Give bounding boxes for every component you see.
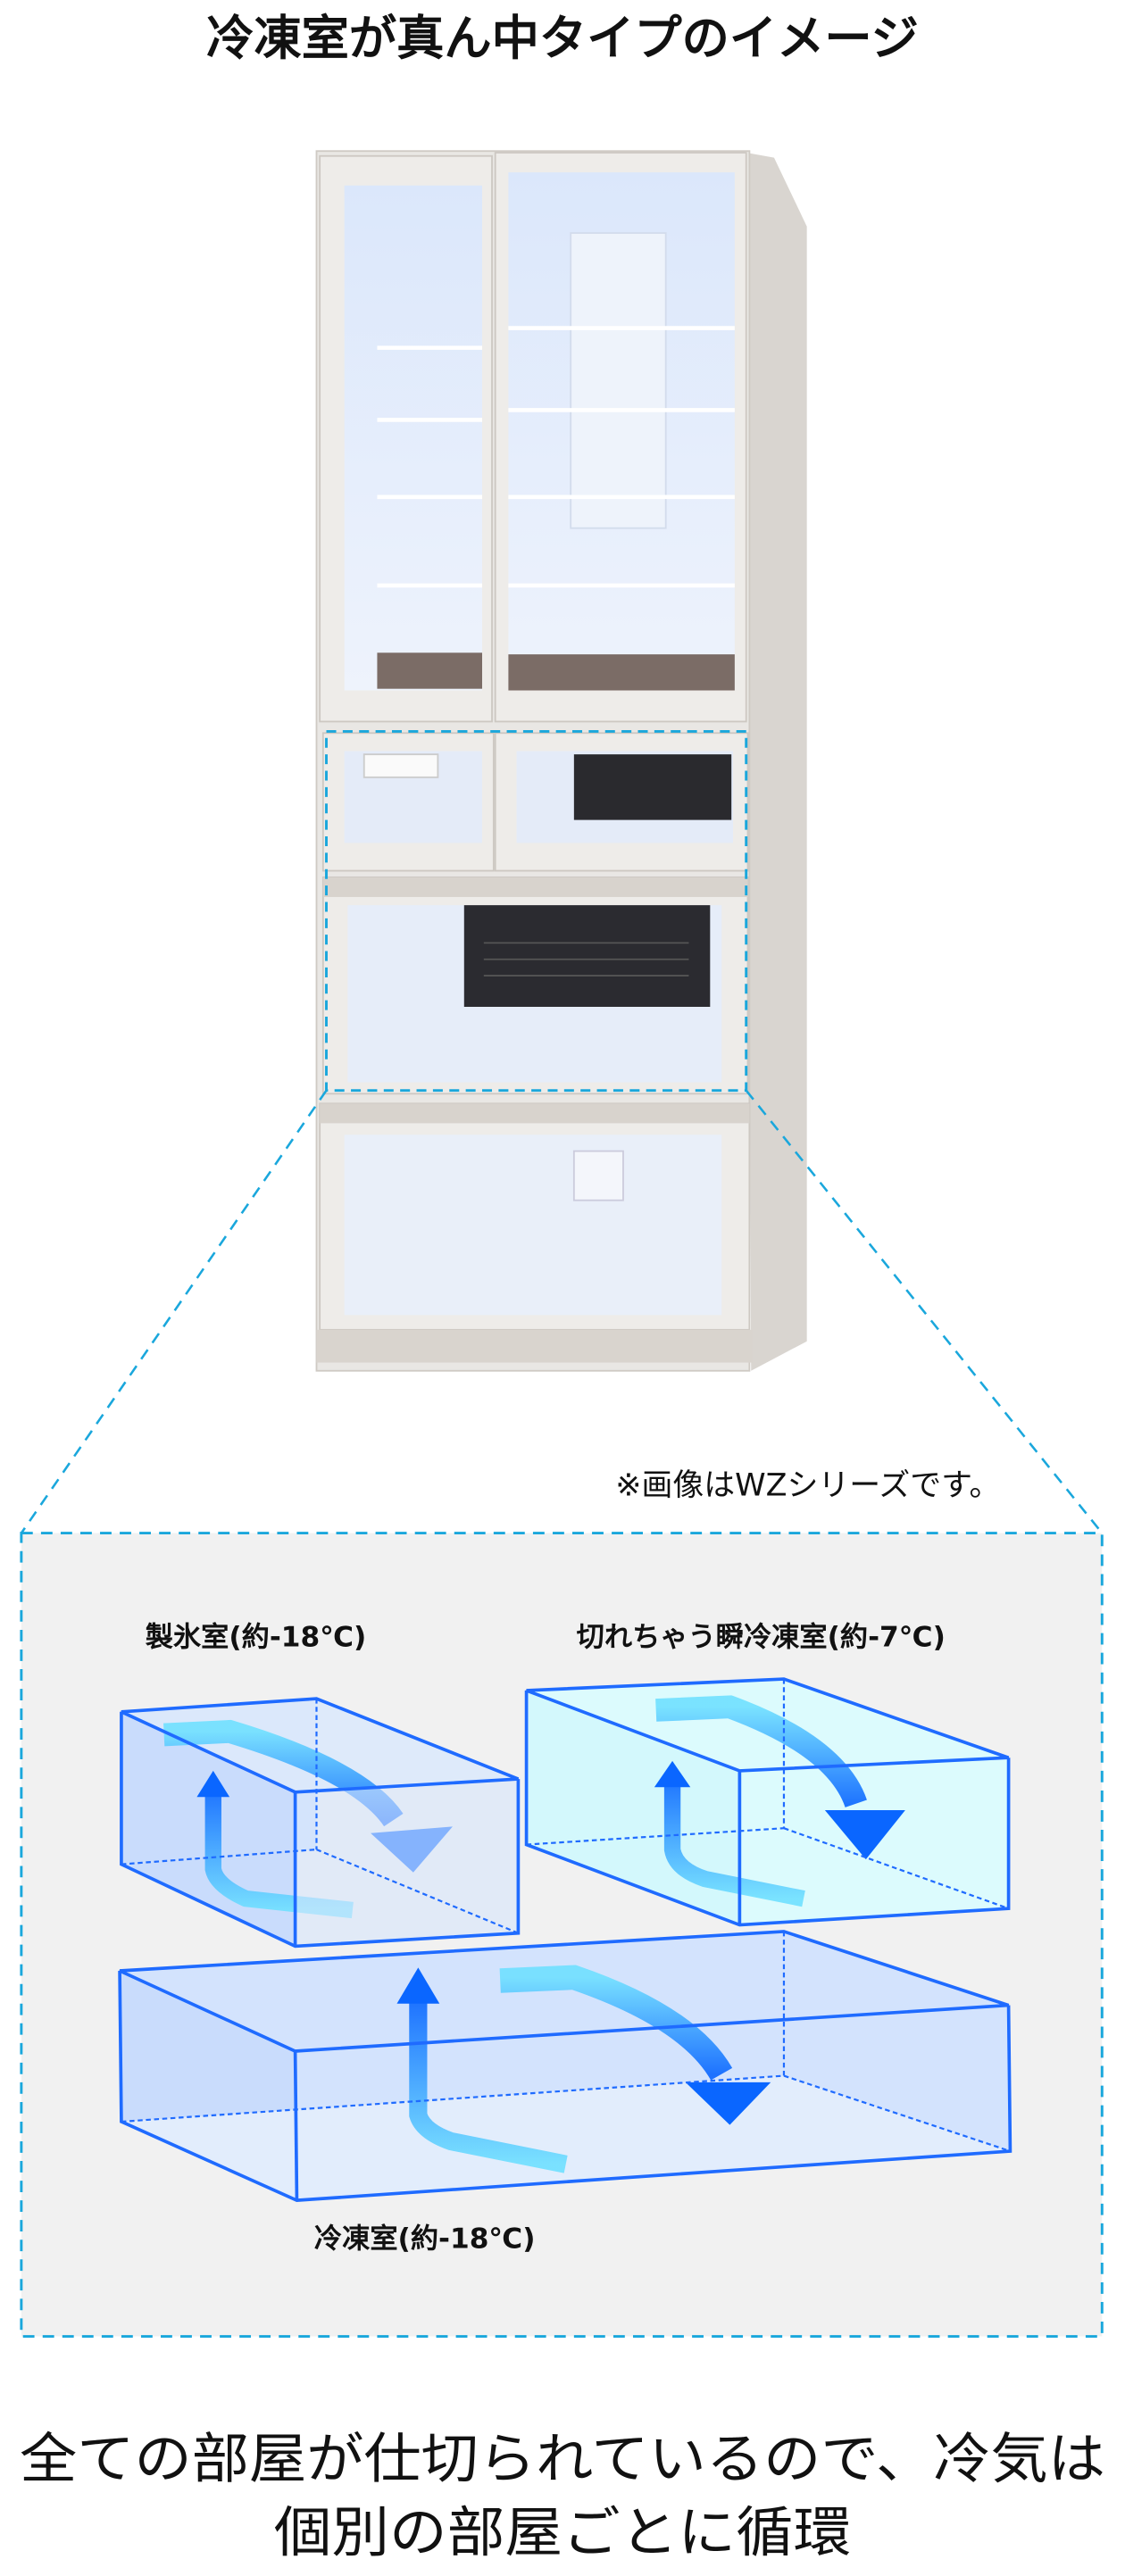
shock-freeze-room-label: 切れちゃう瞬冷凍室(約-7℃) xyxy=(577,1621,946,1653)
shock-freeze-room-box xyxy=(524,1677,1011,1927)
ice-room-label: 製氷室(約-18℃) xyxy=(146,1621,367,1653)
ice-room-box xyxy=(120,1697,521,1949)
freezer-room-box xyxy=(118,1930,1012,2203)
image-note: ※画像はWZシリーズです。 xyxy=(615,1467,1000,1503)
caption-line-1: 全ての部屋が仕切られているので、冷気は xyxy=(20,2429,1105,2491)
page-title: 冷凍室が真ん中タイプのイメージ xyxy=(206,11,919,66)
diagram-panel xyxy=(20,1532,1104,2339)
freezer-highlight xyxy=(325,729,748,1093)
refrigerator-image xyxy=(315,150,807,1372)
freezer-room-label: 冷凍室(約-18℃) xyxy=(314,2223,536,2255)
caption-line-2: 個別の部屋ごとに循環 xyxy=(274,2502,852,2564)
